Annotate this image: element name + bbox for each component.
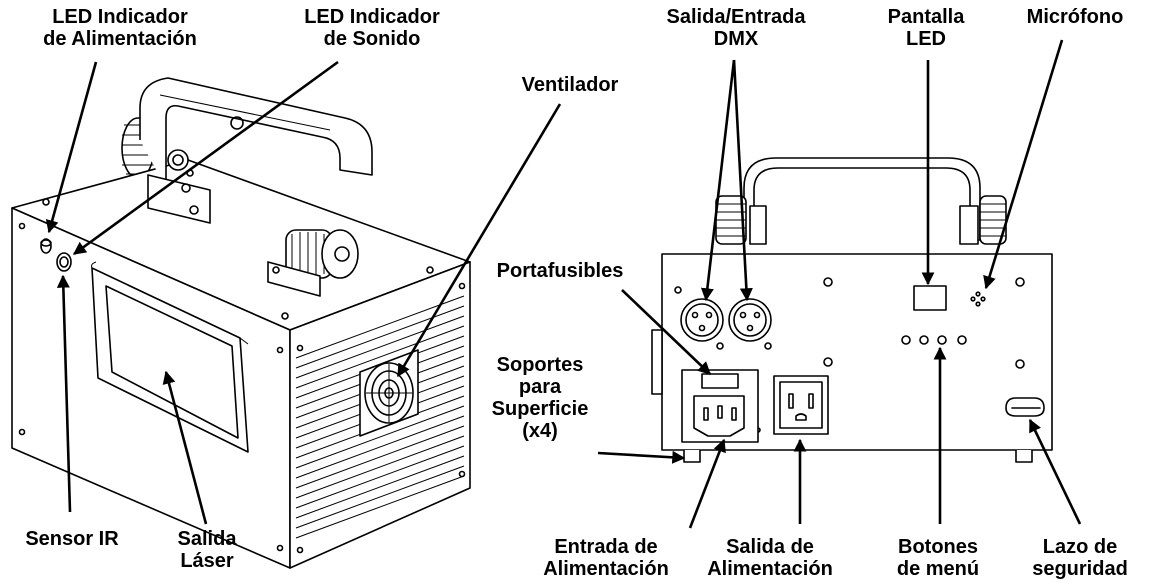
- label-dmx-line1: Salida/Entrada: [666, 6, 806, 28]
- side-knobs: [715, 195, 1007, 245]
- label-soportes-line3: Superficie: [491, 398, 589, 420]
- label-salida-alim-line1: Salida de: [726, 536, 814, 558]
- right-device: [651, 157, 1053, 463]
- indicator-leds: [40, 238, 72, 272]
- leader-entrada-alim: [688, 438, 726, 529]
- leader-led-sound: [72, 60, 339, 256]
- label-botones: Botones de menú: [868, 536, 1008, 580]
- label-microfono: Micrófono: [1005, 6, 1145, 28]
- label-entrada-alim-line1: Entrada de: [554, 536, 658, 558]
- safety-loop: [1005, 397, 1045, 417]
- leader-ventilador: [396, 103, 562, 378]
- label-salida-laser-line2: Láser: [180, 550, 234, 572]
- label-led-power-line1: LED Indicador: [52, 6, 188, 28]
- label-pantalla-line1: Pantalla: [887, 6, 965, 28]
- label-pantalla-line2: LED: [906, 28, 946, 50]
- leader-led-power: [45, 61, 98, 234]
- label-soportes-line2: para: [518, 376, 562, 398]
- leader-soportes: [597, 450, 686, 464]
- leader-dmx-1: [700, 59, 736, 302]
- label-soportes: Soportes para Superficie (x4): [470, 354, 610, 442]
- menu-buttons: [901, 335, 967, 345]
- laser-window: [91, 261, 249, 453]
- label-botones-line1: Botones: [898, 536, 978, 558]
- label-botones-line2: de menú: [896, 558, 980, 580]
- label-salida-laser: Salida Láser: [152, 528, 262, 572]
- label-salida-alim-line2: Alimentación: [707, 558, 833, 580]
- label-led-power: LED Indicador de Alimentación: [10, 6, 230, 50]
- label-led-sound-line1: LED Indicador: [304, 6, 440, 28]
- label-sensor-ir-text: Sensor IR: [25, 528, 119, 550]
- label-dmx: Salida/Entrada DMX: [646, 6, 826, 50]
- rear-handle: [743, 157, 981, 241]
- leader-lines: [45, 39, 1082, 529]
- label-portafusibles: Portafusibles: [470, 260, 650, 282]
- label-lazo-line1: Lazo de: [1042, 536, 1118, 558]
- label-portafusibles-text: Portafusibles: [496, 260, 624, 282]
- label-lazo-line2: seguridad: [1032, 558, 1128, 580]
- leader-microfono: [983, 39, 1064, 290]
- leader-salida-laser: [162, 370, 208, 525]
- label-pantalla: Pantalla LED: [866, 6, 986, 50]
- label-lazo: Lazo de seguridad: [1010, 536, 1150, 580]
- label-entrada-alim-line2: Alimentación: [543, 558, 669, 580]
- label-microfono-text: Micrófono: [1026, 6, 1124, 28]
- dmx-connectors: [674, 286, 772, 350]
- leader-sensor-ir: [56, 274, 72, 513]
- carry-handle: [139, 77, 373, 188]
- leader-lazo: [1028, 418, 1082, 525]
- label-ventilador-text: Ventilador: [521, 74, 619, 96]
- leader-dmx-2: [732, 59, 753, 302]
- label-led-sound-line2: de Sonido: [323, 28, 421, 50]
- label-entrada-alim: Entrada de Alimentación: [532, 536, 680, 580]
- label-soportes-line4: (x4): [522, 420, 558, 442]
- label-led-sound: LED Indicador de Sonido: [282, 6, 462, 50]
- led-display: [913, 285, 947, 311]
- left-device: [11, 77, 471, 569]
- label-soportes-line1: Soportes: [496, 354, 584, 376]
- power-outlet: [773, 375, 829, 435]
- label-sensor-ir: Sensor IR: [2, 528, 142, 550]
- leader-portafusibles: [621, 289, 711, 375]
- label-ventilador: Ventilador: [500, 74, 640, 96]
- label-led-power-line2: de Alimentación: [43, 28, 197, 50]
- mic-holes: [970, 291, 986, 307]
- label-dmx-line2: DMX: [713, 28, 759, 50]
- power-inlet: [681, 369, 759, 443]
- label-salida-laser-line1: Salida: [177, 528, 237, 550]
- foot-left: [683, 450, 701, 463]
- label-salida-alim: Salida de Alimentación: [690, 536, 850, 580]
- foot-right: [1015, 450, 1033, 463]
